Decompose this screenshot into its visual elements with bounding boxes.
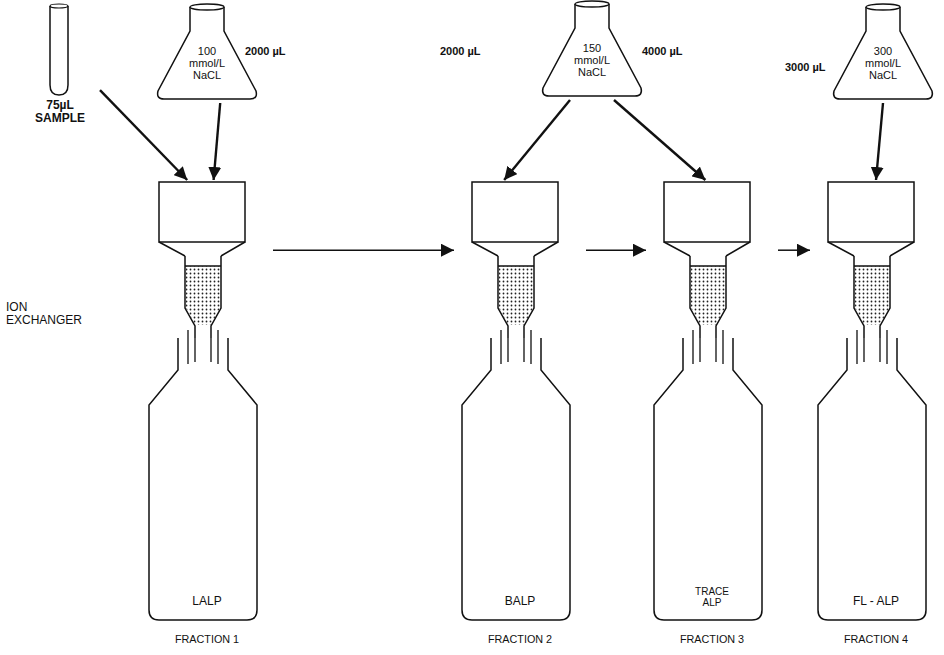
flow-arrow	[504, 100, 570, 180]
flow-arrow	[876, 103, 883, 180]
volume-label: 4000 µL	[640, 44, 685, 58]
flow-arrow	[778, 249, 810, 251]
fraction-label: FRACTION 1	[141, 634, 273, 646]
fraction-label: FRACTION 4	[810, 634, 942, 646]
saline-label: 100 mmol/L NaCL	[185, 45, 229, 81]
flow-arrow	[100, 90, 187, 180]
saline-flask: 300 mmol/L NaCL	[828, 3, 938, 103]
ion-exchange-column: FL - ALP FRACTION 4	[810, 180, 942, 648]
saline-label: 300 mmol/L NaCL	[861, 45, 905, 81]
fraction-content: TRACE ALP	[690, 586, 734, 608]
fraction-content: BALP	[505, 595, 536, 608]
column-outline	[646, 180, 770, 622]
column-outline	[141, 180, 265, 622]
ion-exchange-column: LALP FRACTION 1	[141, 180, 273, 648]
column-outline	[810, 180, 934, 622]
fraction-content: FL - ALP	[853, 595, 899, 608]
flow-arrow	[614, 100, 705, 180]
volume-label: 2000 µL	[243, 44, 288, 58]
saline-flask: 150 mmol/L NaCL	[537, 0, 647, 100]
fraction-label: FRACTION 3	[646, 634, 778, 646]
part-label: ION EXCHANGER	[4, 300, 92, 328]
column-outline	[454, 180, 578, 622]
sample-label: 75µL SAMPLE	[30, 99, 90, 125]
sample-tube: 75µL SAMPLE	[20, 3, 100, 131]
ion-exchange-column: TRACE ALP FRACTION 3	[646, 180, 778, 648]
volume-label: 2000 µL	[438, 44, 483, 58]
fraction-content: LALP	[192, 595, 221, 608]
flow-arrow	[586, 249, 646, 251]
tube-outline	[20, 3, 100, 99]
flow-arrow	[214, 103, 221, 180]
flow-arrow	[273, 249, 454, 251]
volume-label: 3000 µL	[783, 60, 828, 74]
saline-label: 150 mmol/L NaCL	[570, 42, 614, 78]
ion-exchange-column: BALP FRACTION 2	[454, 180, 586, 648]
fraction-label: FRACTION 2	[454, 634, 586, 646]
